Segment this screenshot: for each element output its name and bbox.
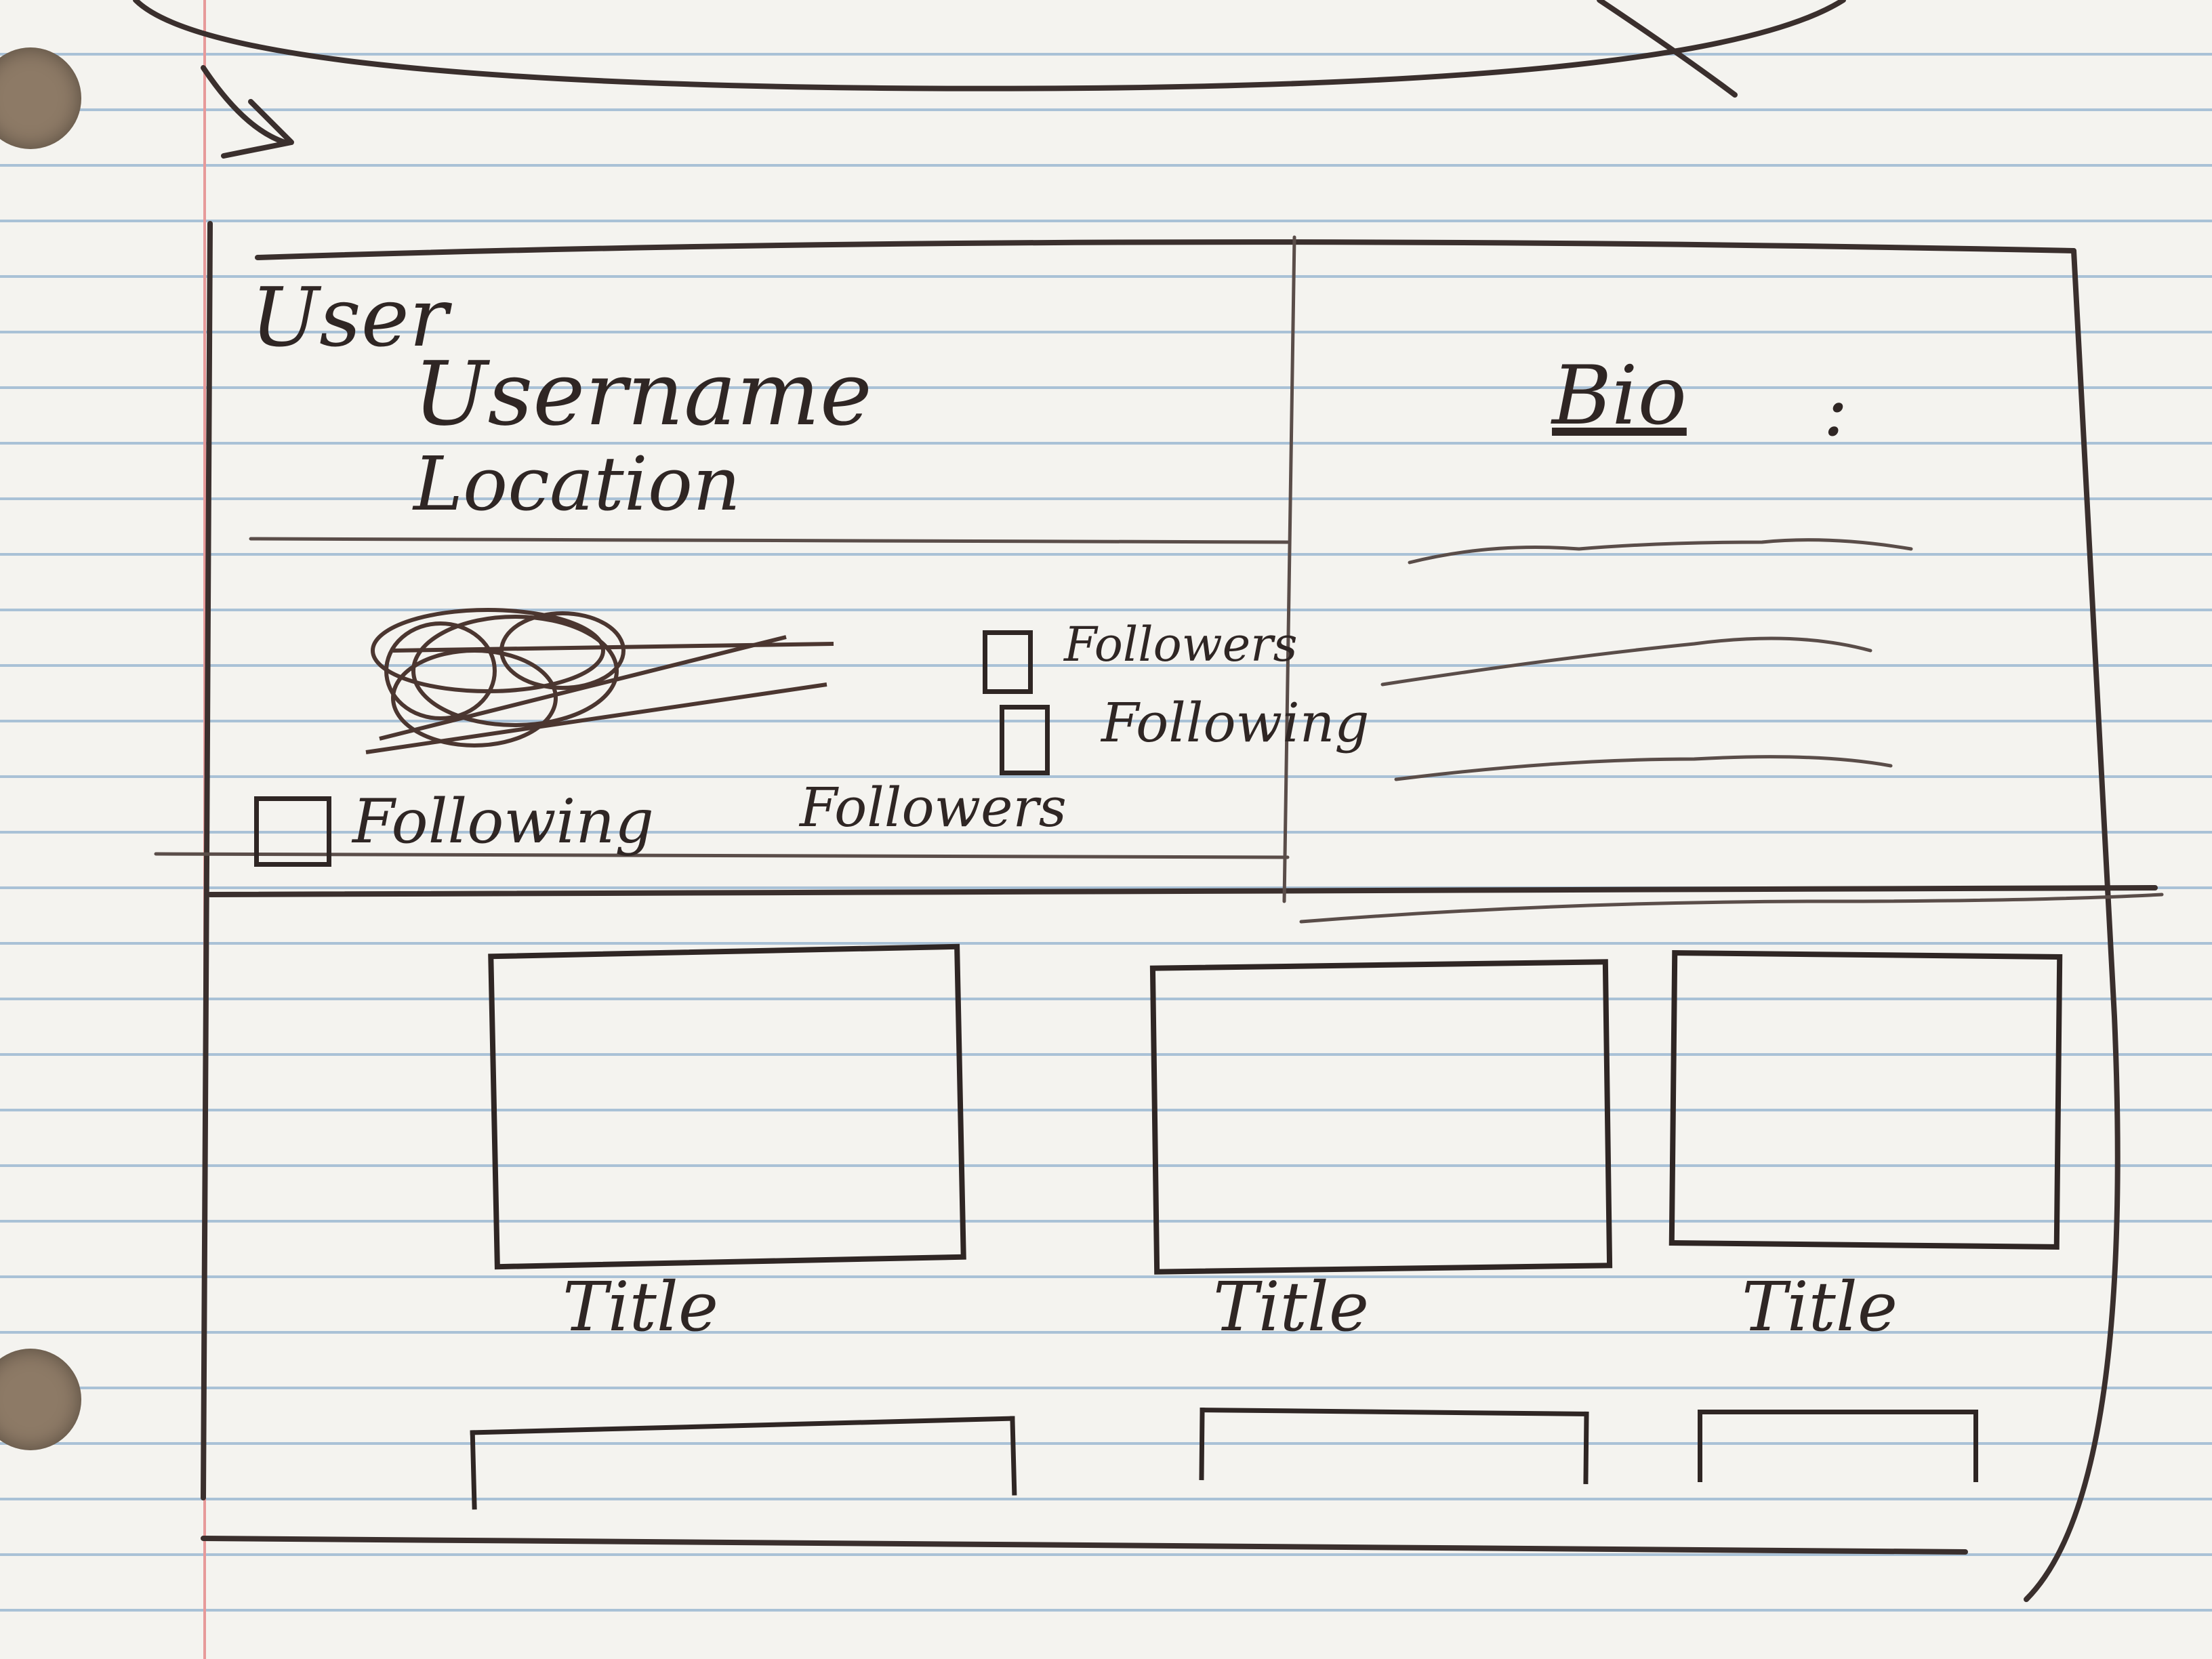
gallery-button-1[interactable] bbox=[470, 1416, 1017, 1510]
punch-hole-bottom bbox=[0, 1349, 81, 1450]
frame-top bbox=[255, 239, 2076, 260]
gallery-title-2: Title bbox=[1213, 1267, 1370, 1347]
user-label: User bbox=[251, 271, 449, 365]
bio-text-line-1 bbox=[1408, 538, 1913, 565]
location-label: Location bbox=[413, 441, 741, 527]
header-vertical-divider bbox=[1282, 235, 1296, 903]
gallery-thumbnail-1[interactable] bbox=[488, 943, 966, 1270]
gallery-button-2[interactable] bbox=[1199, 1407, 1589, 1485]
gallery-title-3: Title bbox=[1742, 1267, 1898, 1347]
frame-right bbox=[2024, 248, 2121, 1602]
following-checkbox-right[interactable] bbox=[1000, 705, 1050, 775]
gallery-title-1: Title bbox=[562, 1267, 719, 1347]
frame-bottom bbox=[201, 1536, 1968, 1555]
punch-hole-top bbox=[0, 47, 81, 149]
followers-checkbox-right[interactable] bbox=[983, 630, 1033, 694]
scribble-crossout bbox=[365, 608, 834, 754]
username-label: Username bbox=[413, 342, 872, 445]
bio-colon: : bbox=[1823, 366, 1849, 453]
bio-text-line-4 bbox=[1299, 893, 2164, 924]
following-label-right: Following bbox=[1101, 691, 1370, 754]
arrow-icon bbox=[201, 65, 294, 159]
top-oval-inner-stroke bbox=[1597, 0, 1738, 98]
followers-label-right: Followers bbox=[1064, 617, 1298, 672]
gallery-button-3[interactable] bbox=[1698, 1410, 1978, 1482]
frame-left bbox=[201, 221, 213, 1500]
location-underline bbox=[249, 537, 1290, 544]
followers-label-left: Followers bbox=[800, 776, 1067, 839]
stats-underline bbox=[154, 852, 1290, 859]
following-label-left: Following bbox=[352, 786, 654, 857]
gallery-thumbnail-3[interactable] bbox=[1668, 949, 2063, 1250]
bio-label: Bio bbox=[1552, 349, 1687, 443]
header-divider bbox=[207, 885, 2158, 897]
bio-text-line-3 bbox=[1394, 755, 1893, 781]
bio-text-line-2 bbox=[1380, 636, 1872, 687]
gallery-thumbnail-2[interactable] bbox=[1149, 959, 1613, 1275]
top-oval-stroke bbox=[133, 0, 1846, 91]
following-checkbox-left[interactable] bbox=[254, 796, 331, 867]
